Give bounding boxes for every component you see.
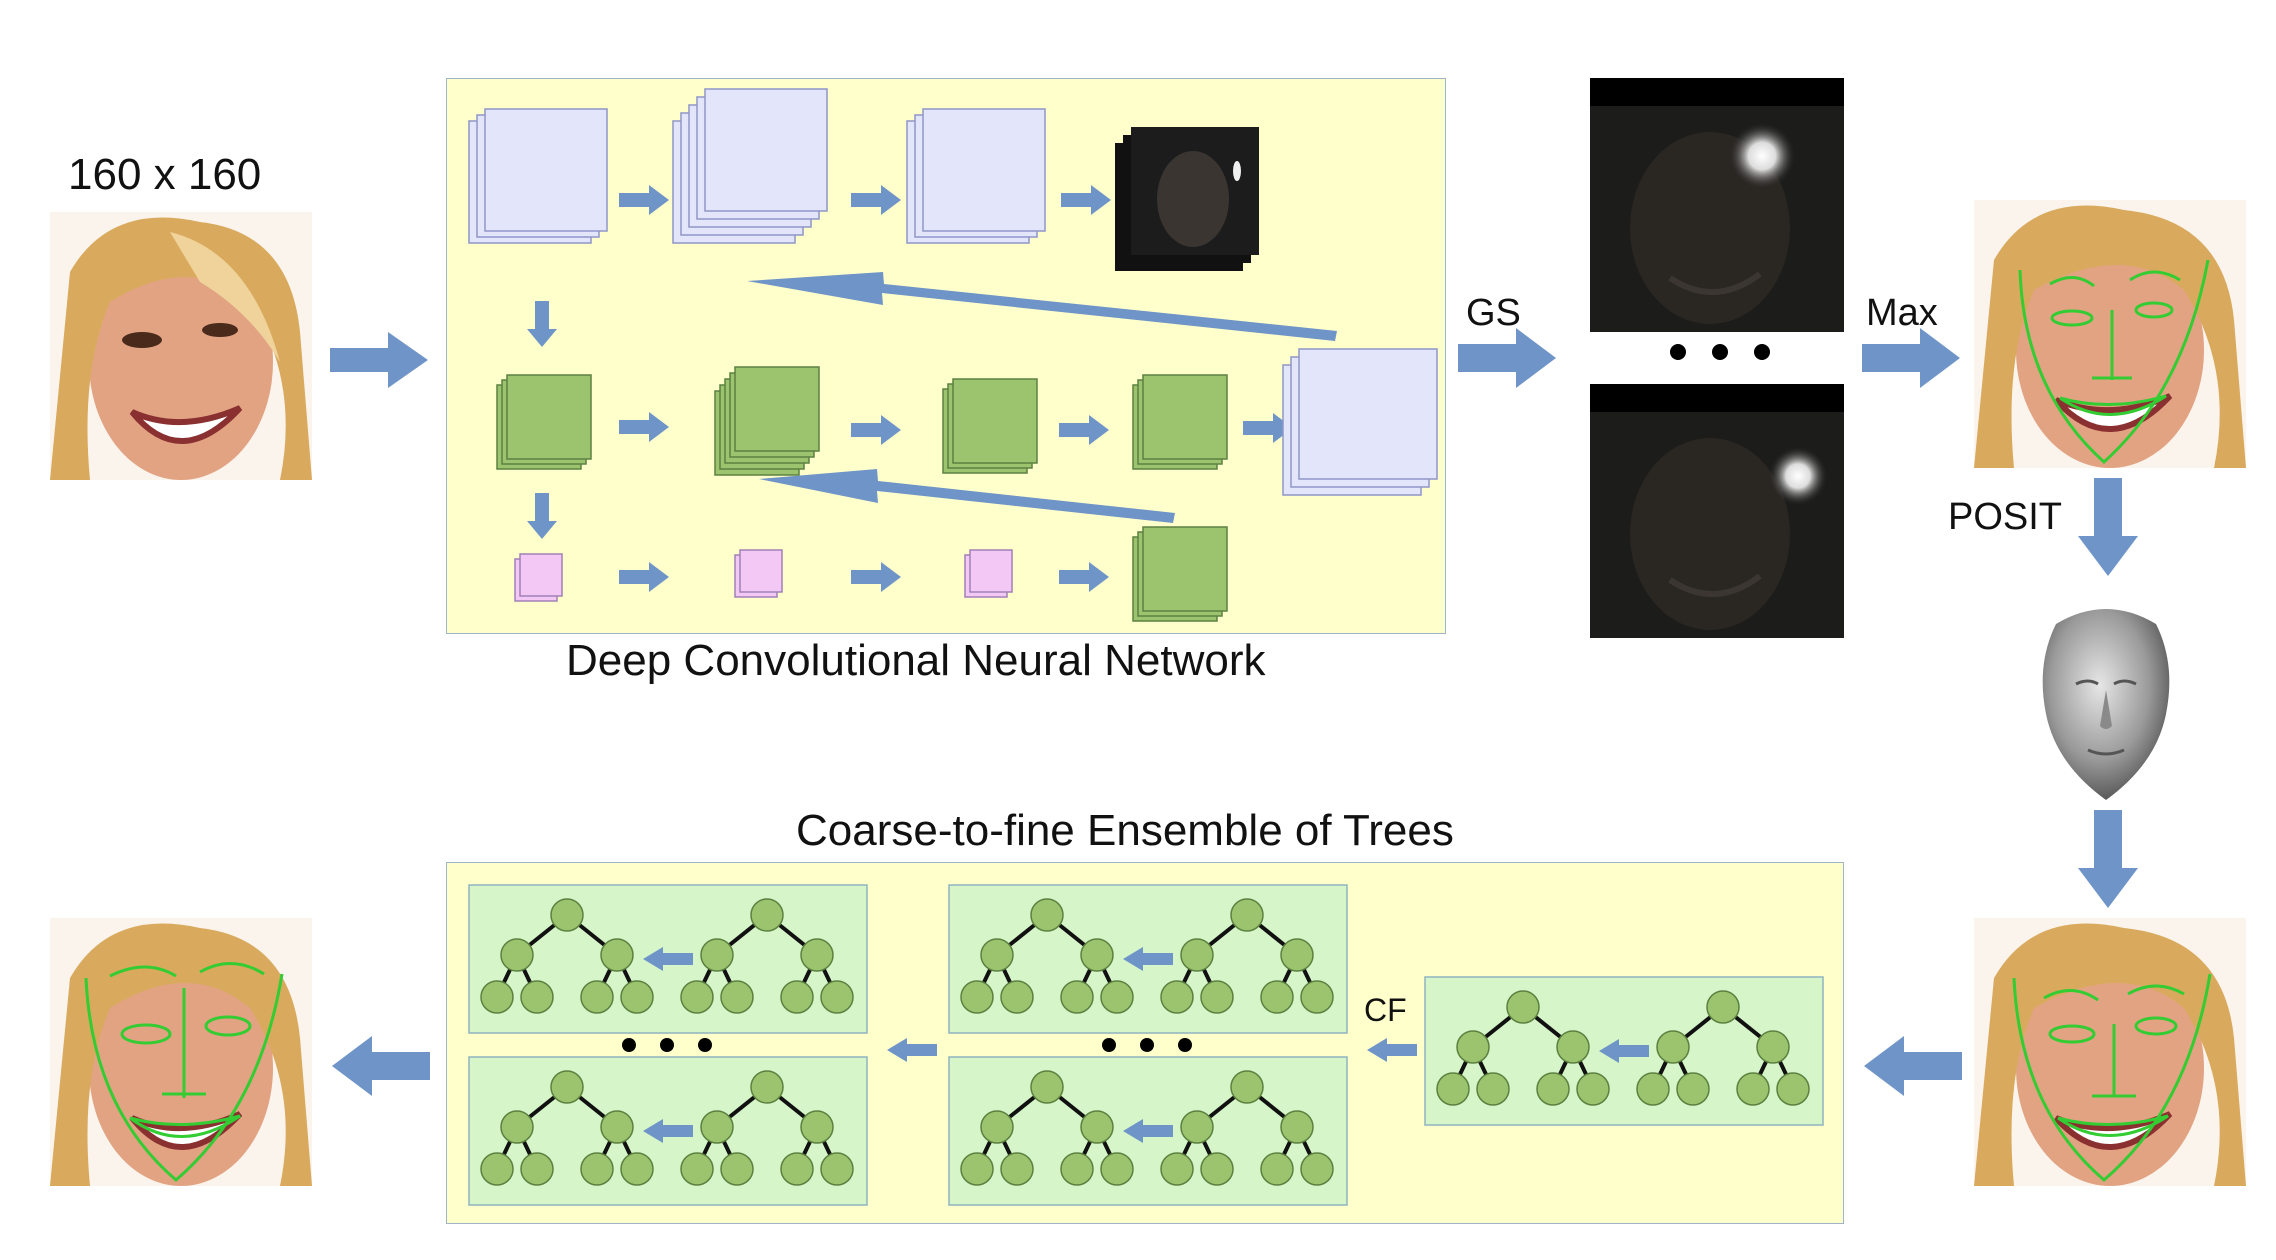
cnn-label: Deep Convolutional Neural Network	[566, 636, 1266, 685]
3d-head-model-icon	[2042, 609, 2170, 800]
cf-label: CF	[1364, 992, 1407, 1028]
arrow-to-cnn	[330, 332, 428, 388]
arrow-posit	[2078, 478, 2138, 576]
output-face-image	[50, 918, 312, 1186]
input-face-image	[50, 212, 312, 480]
max-label: Max	[1866, 292, 1938, 334]
input-size-label: 160 x 160	[68, 150, 262, 199]
face-landmarks-icon	[50, 918, 312, 1186]
arrow-head-to-face	[2078, 810, 2138, 908]
arrow-max	[1862, 328, 1960, 388]
face-photo-icon	[50, 212, 312, 480]
dots-icon	[1670, 344, 1770, 360]
cnn-network-graphic	[468, 88, 1438, 622]
ensemble-panel	[446, 862, 1844, 1224]
ensemble-label: Coarse-to-fine Ensemble of Trees	[796, 806, 1454, 855]
cnn-panel	[446, 78, 1446, 634]
heatmap-bottom	[1590, 384, 1844, 638]
face-landmarks-icon	[1974, 918, 2246, 1186]
face-landmarks-icon	[1974, 200, 2246, 468]
arrow-to-ensemble	[1864, 1036, 1962, 1096]
heatmap-bottom-image	[1590, 412, 1844, 638]
tree-ensemble-graphic	[447, 863, 1845, 1225]
heatmap-bottom-bar	[1590, 384, 1844, 412]
posit-label: POSIT	[1948, 496, 2063, 538]
arrow-gs	[1458, 328, 1556, 388]
heatmap-top	[1590, 78, 1844, 332]
landmark-face-top	[1974, 200, 2246, 468]
arrow-to-output	[332, 1036, 430, 1096]
heatmap-top-bar	[1590, 78, 1844, 106]
heatmap-top-image	[1590, 106, 1844, 332]
gs-label: GS	[1466, 292, 1521, 334]
landmark-face-bottom-right	[1974, 918, 2246, 1186]
